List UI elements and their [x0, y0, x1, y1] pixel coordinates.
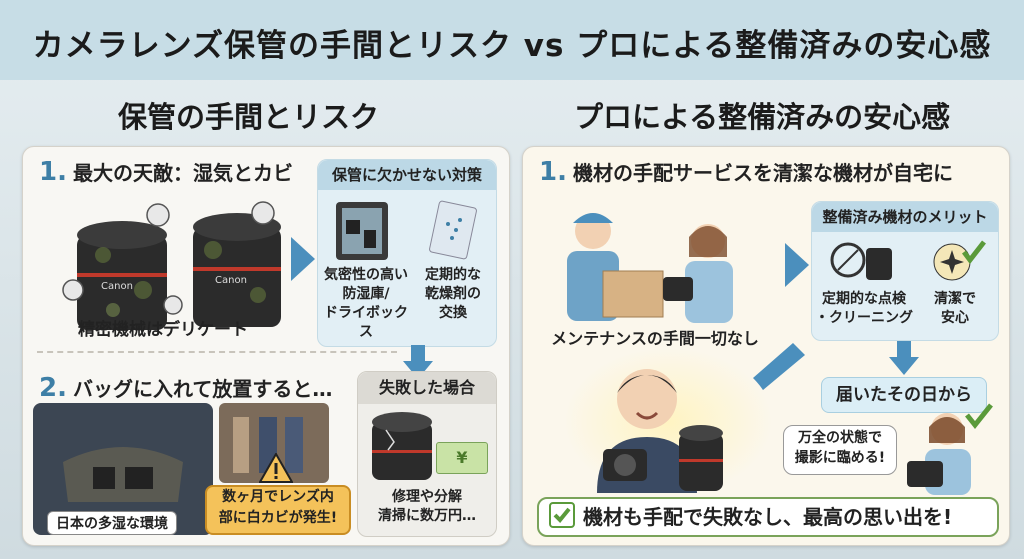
broken-lens-icon [372, 412, 432, 480]
conclusion-text: 機材も手配で失敗なし、最高の思い出を! [583, 505, 953, 529]
package-box-icon [602, 270, 664, 318]
inspection-icon [830, 242, 892, 280]
lens-brand-label: Canon [215, 275, 247, 286]
delivery-illustration [567, 213, 733, 323]
happy-photographer-illustration [597, 369, 723, 493]
merit-item1: 定期的な点検 ・クリーニング [815, 291, 913, 326]
lens-icon [193, 213, 281, 327]
left-step1: 1.最大の天敵：湿気とカビ [39, 157, 293, 187]
measures-box: 保管に欠かせない対策 気密性の高い 防湿庫/ ドライボックス 定期的な 乾燥剤の… [317, 159, 497, 347]
lens-caption: 精密機械はデリケート [78, 320, 248, 340]
merits-title: 整備済み機材のメリット [812, 202, 998, 232]
check-icon [965, 403, 993, 430]
left-step2-number: 2. [39, 373, 67, 403]
moldy-lenses-illustration [62, 201, 281, 330]
checkbox-icon [549, 502, 575, 528]
customer-icon [663, 224, 733, 323]
failure-caption: 修理や分解 清掃に数万円… [378, 489, 476, 524]
right-panel: 1.機材の手配サービスを清潔な機材が自宅に メンテナンスの手間一切なし 整備済み… [522, 146, 1010, 546]
desiccant-pack-icon [429, 200, 477, 260]
delivery-caption: メンテナンスの手間一切なし [551, 329, 759, 348]
arrow-down-icon [403, 345, 433, 379]
camera-bag-icon [63, 447, 183, 502]
left-heading: 保管の手間とリスク [118, 100, 380, 134]
lens-icon [77, 221, 167, 330]
arrival-label: 届いたその日から [821, 377, 987, 413]
merit-item2: 清潔で 安心 [934, 291, 976, 326]
merits-box: 整備済み機材のメリット 定期的な点検 ・クリーニング 清潔で 安心 [811, 201, 999, 341]
left-step1-text: 最大の天敵：湿気とカビ [72, 161, 293, 185]
measure-item1: 気密性の高い 防湿庫/ ドライボックス [324, 267, 408, 340]
lens-brand-label: Canon [101, 281, 133, 292]
arrow-right-icon [785, 243, 809, 287]
conclusion-banner: 機材も手配で失敗なし、最高の思い出を! [537, 497, 999, 537]
right-step1-number: 1. [539, 157, 567, 187]
right-step1: 1.機材の手配サービスを清潔な機材が自宅に [539, 157, 953, 187]
measure-item2: 定期的な 乾燥剤の 交換 [425, 267, 481, 321]
right-step1-text: 機材の手配サービスを清潔な機材が自宅に [572, 161, 953, 185]
left-panel: 1.最大の天敵：湿気とカビ Canon Canon 精密機械はデリケート 保管に… [22, 146, 510, 546]
divider [37, 351, 397, 353]
dry-cabinet-icon [336, 202, 388, 260]
money-yen-icon: ¥ [436, 442, 488, 474]
warning-icon [259, 453, 293, 483]
right-heading: プロによる整備済みの安心感 [574, 100, 951, 134]
mold-germ-icon [62, 201, 275, 315]
arrow-down-icon [889, 341, 919, 375]
bag-caption: 日本の多湿な環境 [47, 511, 177, 535]
left-step1-number: 1. [39, 157, 67, 187]
ready-speech-bubble: 万全の状態で 撮影に臨める! [783, 425, 897, 475]
title-bar [0, 0, 1024, 80]
mold-warning: 数ヶ月でレンズ内 部に白カビが発生! [205, 485, 351, 535]
failure-box: 失敗した場合 ¥ 修理や分解 清掃に数万円… [357, 371, 497, 537]
arrow-right-icon [291, 237, 315, 281]
left-step2-text: バッグに入れて放置すると… [72, 377, 333, 401]
clean-sparkle-check-icon [933, 240, 986, 281]
measures-title: 保管に欠かせない対策 [318, 160, 496, 190]
page-title: カメラレンズ保管の手間とリスク vs プロによる整備済みの安心感 [32, 28, 992, 64]
satisfied-customer-illustration [907, 403, 993, 495]
left-step2: 2.バッグに入れて放置すると… [39, 373, 332, 403]
failure-title: 失敗した場合 [358, 372, 496, 404]
